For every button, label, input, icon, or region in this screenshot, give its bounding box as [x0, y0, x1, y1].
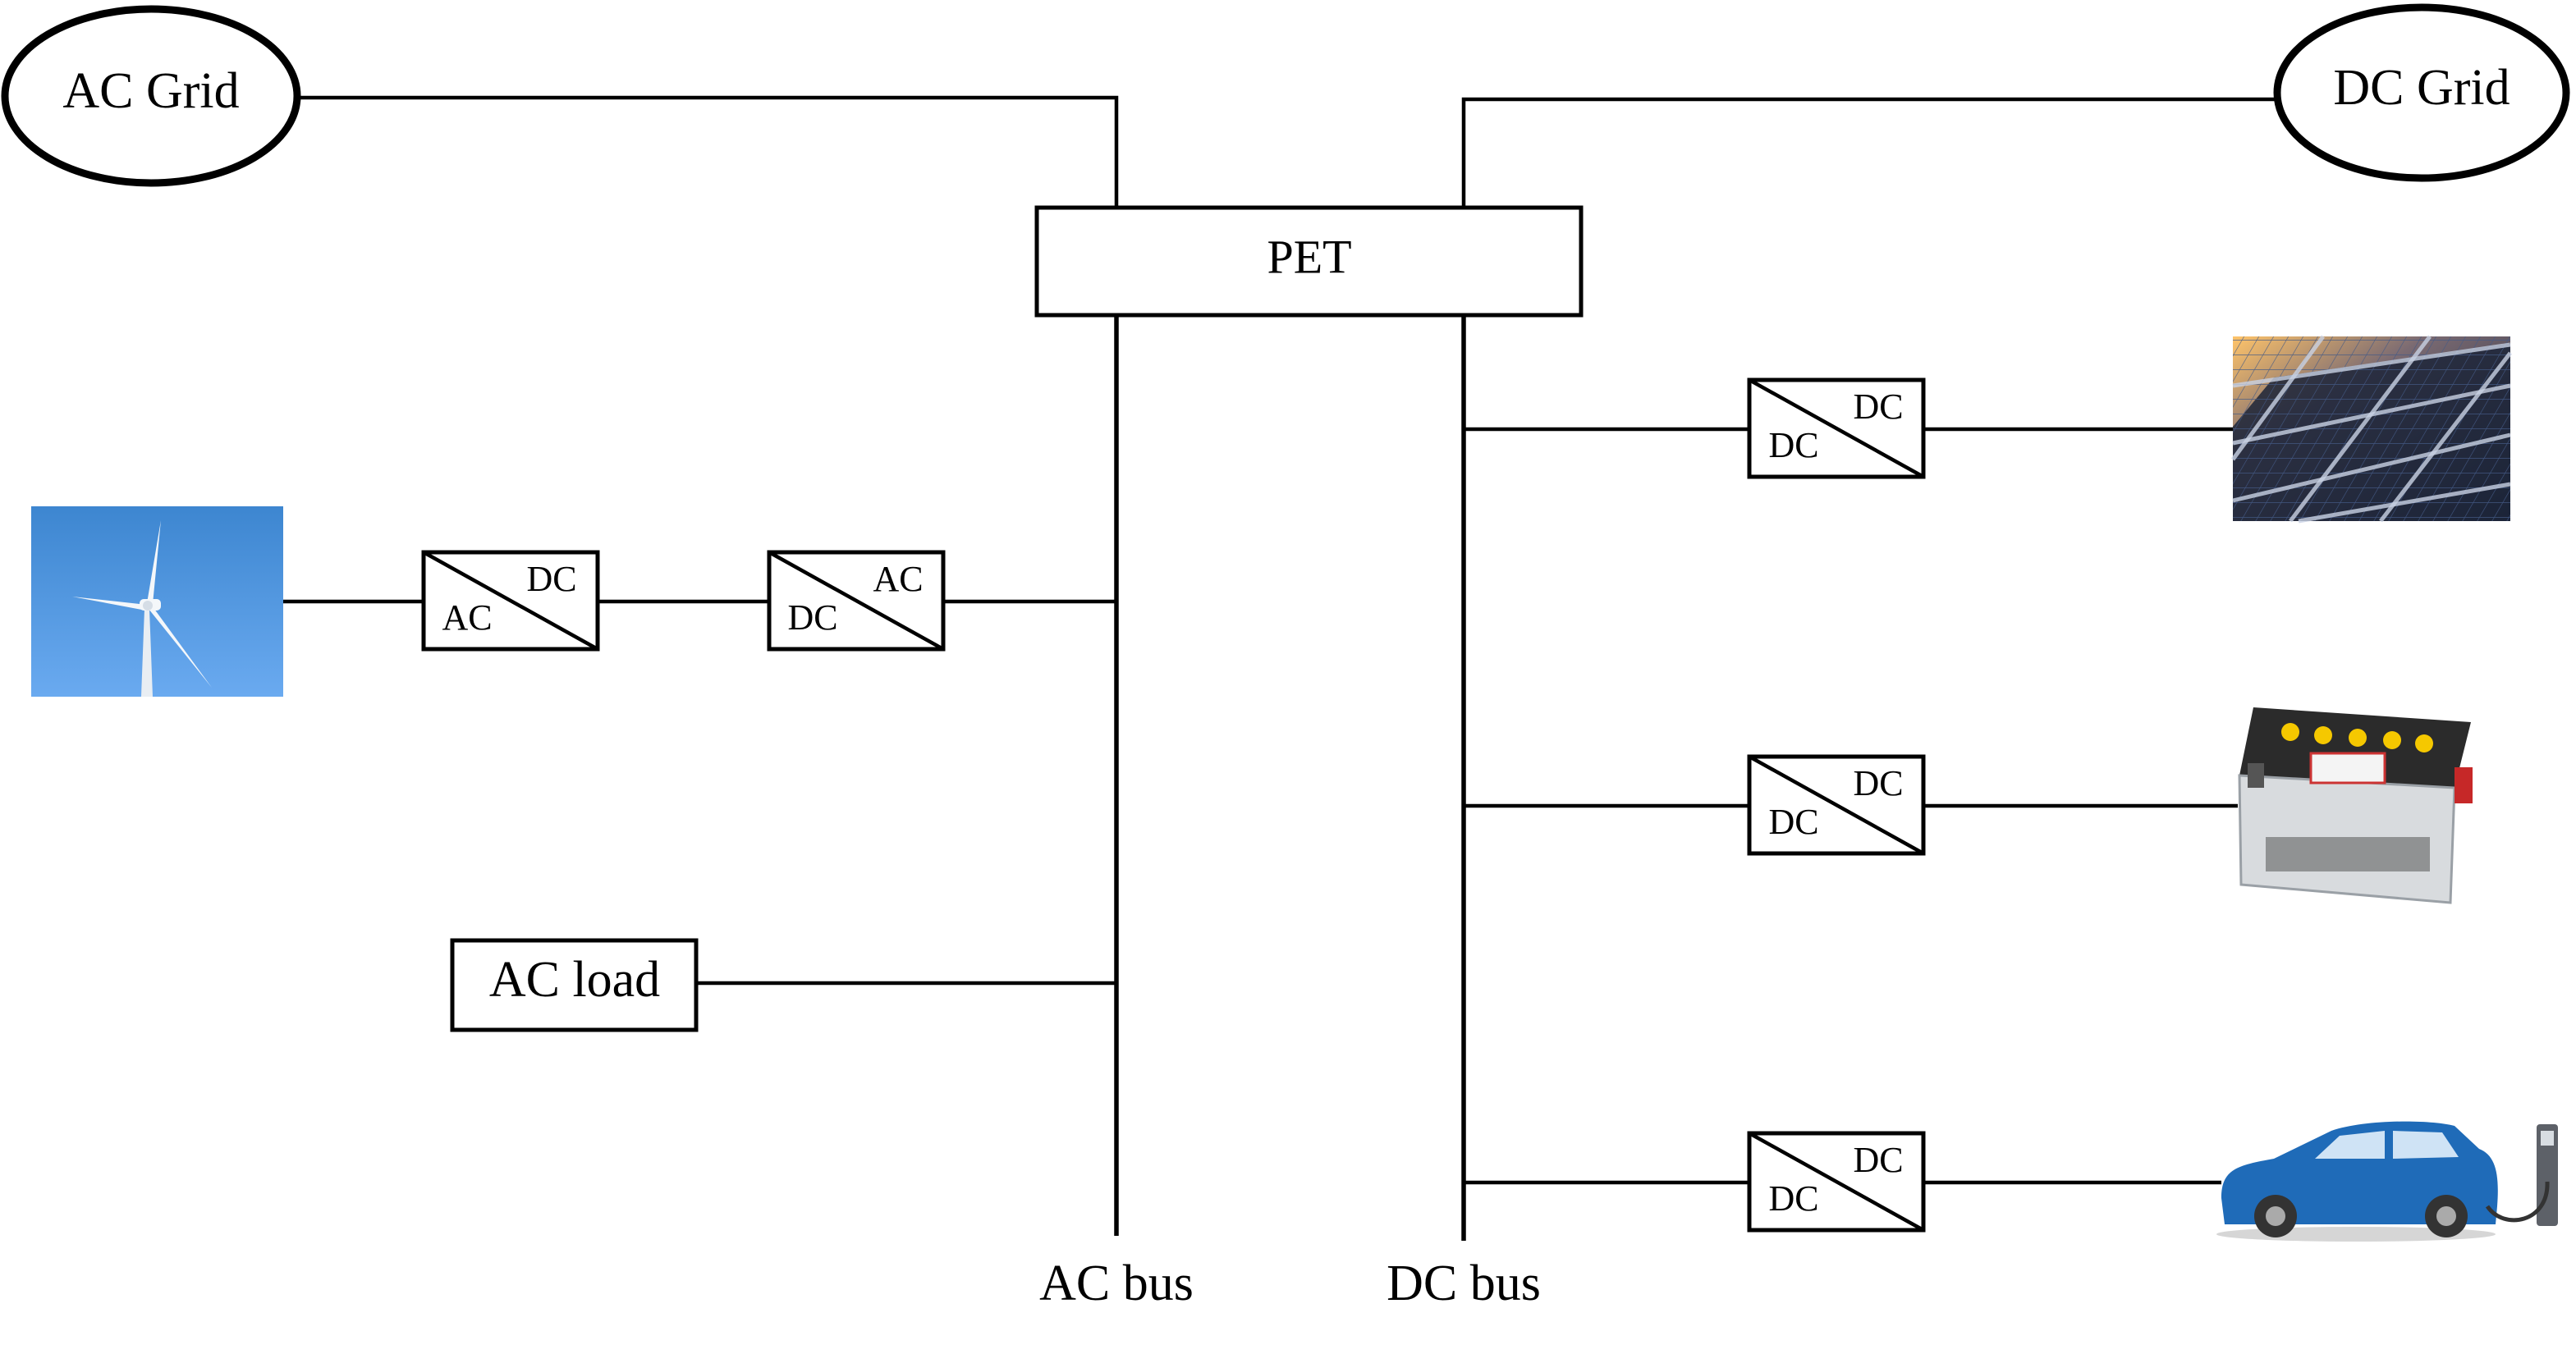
electric-vehicle-icon	[2216, 1121, 2558, 1242]
converter-top-label: DC	[1853, 1140, 1903, 1180]
wind-rectifier-converter: DC AC	[421, 550, 600, 652]
wind-inverter-converter: AC DC	[767, 550, 946, 652]
converter-top-label: DC	[1853, 387, 1903, 427]
battery-icon	[2238, 707, 2473, 904]
dc-grid-to-pet-wire	[1461, 97, 2277, 208]
ac-load-label: AC load	[489, 952, 660, 1008]
dc-bus-label: DC bus	[1387, 1256, 1541, 1311]
converter-bottom-label: DC	[1768, 1178, 1818, 1219]
dc-grid-node: DC Grid	[2273, 3, 2570, 182]
pet-label: PET	[1267, 230, 1351, 283]
ac-load-block: AC load	[450, 938, 699, 1032]
battery-converter: DC DC	[1747, 754, 1926, 856]
ac-grid-label: AC Grid	[62, 63, 239, 119]
converter-top-label: DC	[526, 559, 576, 599]
converter-bottom-label: DC	[787, 597, 837, 638]
converter-bottom-label: DC	[1768, 802, 1818, 842]
ac-grid-to-pet-wire	[297, 95, 1119, 208]
ac-bus-label: AC bus	[1039, 1256, 1194, 1311]
ev-converter: DC DC	[1747, 1131, 1926, 1233]
dc-grid-label: DC Grid	[2333, 60, 2510, 116]
converter-bottom-label: AC	[442, 597, 492, 638]
solar-panel-icon	[2230, 335, 2512, 524]
wind-turbine-icon	[31, 506, 283, 697]
pet-block: PET	[1034, 205, 1584, 318]
ac-grid-node: AC Grid	[1, 5, 301, 187]
pv-converter: DC DC	[1747, 377, 1926, 479]
converter-top-label: DC	[1853, 763, 1903, 803]
converter-top-label: AC	[873, 559, 923, 599]
converter-bottom-label: DC	[1768, 425, 1818, 465]
